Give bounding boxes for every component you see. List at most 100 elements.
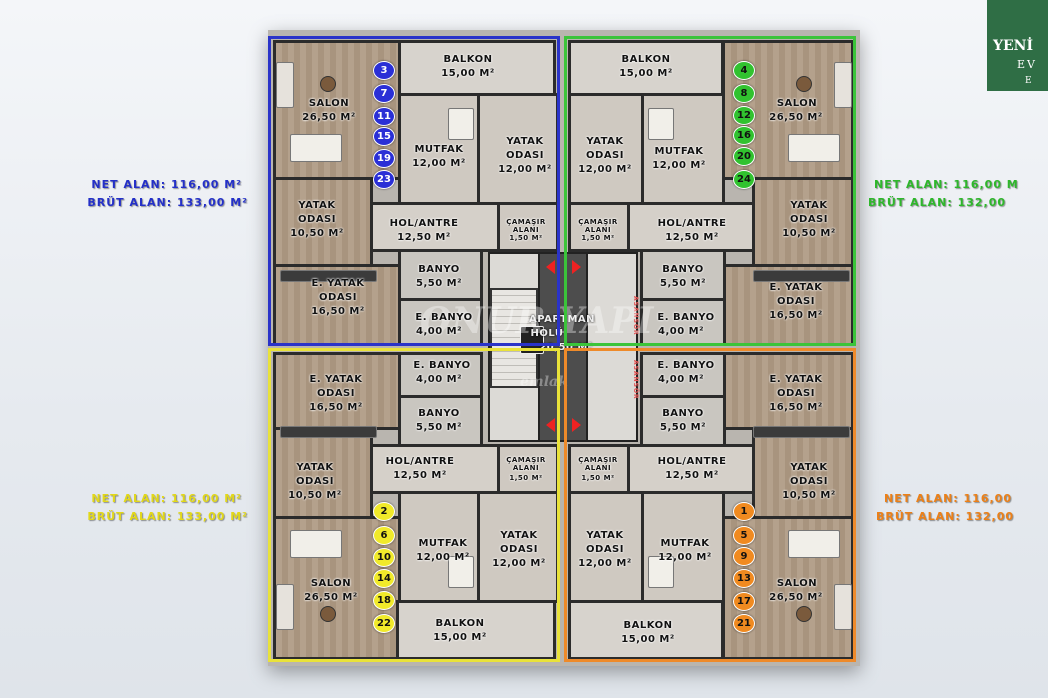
room-area: 12,50 M² — [397, 232, 451, 243]
room-area: 12,00 M² — [412, 158, 466, 169]
room-label: SALON — [776, 98, 818, 109]
apartment-number-badge: 6 — [373, 526, 395, 545]
sofa-blue — [276, 62, 294, 108]
room-label: HOL/ANTRE — [385, 456, 455, 467]
room-label: E. YATAK — [769, 282, 823, 293]
gross-area-yellow: BRÜT ALAN: 133,00 M² — [87, 510, 248, 523]
room-area: 4,00 M² — [416, 326, 462, 337]
room-label: HOL/ANTRE — [657, 456, 727, 467]
apartment-number-badge: 19 — [373, 149, 395, 168]
kitchen-table-green — [648, 108, 674, 140]
sofa-green — [834, 62, 852, 108]
room-label: ODASI — [317, 388, 355, 399]
bed-orange — [753, 426, 850, 438]
room-area: 10,50 M² — [782, 228, 836, 239]
room-yatak2-yellow — [273, 427, 373, 519]
room-area: 4,00 M² — [416, 374, 462, 385]
apartment-number-badge: 5 — [733, 526, 755, 545]
room-area: 1,50 M² — [581, 474, 615, 482]
coffee-table-green — [796, 76, 812, 92]
apartment-number-badge: 23 — [373, 170, 395, 189]
room-area: 26,50 M² — [304, 592, 358, 603]
room-area: 16,50 M² — [311, 306, 365, 317]
room-area: 12,00 M² — [578, 558, 632, 569]
room-label: BALKON — [621, 54, 671, 65]
room-area: 12,00 M² — [416, 552, 470, 563]
room-area: 12,00 M² — [652, 160, 706, 171]
door-arrow-bottom-left — [546, 418, 555, 432]
room-area: 1,50 M² — [509, 234, 543, 242]
room-area: 5,50 M² — [660, 278, 706, 289]
room-label: BANYO — [418, 264, 460, 275]
door-arrow-top-right — [572, 260, 581, 274]
room-label: ODASI — [586, 150, 624, 161]
room-label: MUTFAK — [660, 538, 710, 549]
coffee-table-blue — [320, 76, 336, 92]
apartment-hall-name: APARTMAN — [528, 314, 596, 325]
apartment-number-badge: 2 — [373, 502, 395, 521]
room-eyatak-orange — [723, 352, 854, 430]
room-label: MUTFAK — [418, 538, 468, 549]
apartment-number-badge: 10 — [373, 548, 395, 567]
room-label: HOL/ANTRE — [657, 218, 727, 229]
room-ebanyo-orange — [640, 352, 726, 398]
room-label: YATAK — [586, 530, 624, 541]
room-label: E. BANYO — [413, 360, 471, 371]
net-area-blue: NET ALAN: 116,00 M² — [91, 178, 242, 191]
room-area: 26,50 M² — [302, 112, 356, 123]
room-area: 10,50 M² — [782, 490, 836, 501]
room-label: SALON — [308, 98, 350, 109]
elevator-label-top: ASANSÖR — [632, 296, 639, 336]
room-label: ALANI — [584, 464, 612, 472]
room-area: 12,00 M² — [498, 164, 552, 175]
room-label: YATAK — [790, 200, 828, 211]
coffee-table-yellow — [320, 606, 336, 622]
dining-table-blue — [290, 134, 342, 162]
net-area-orange: NET ALAN: 116,00 — [884, 492, 1012, 505]
room-area: 12,00 M² — [578, 164, 632, 175]
unit-outline-blue — [268, 36, 560, 346]
logo-line1: YENİ — [993, 38, 1034, 54]
room-area: 15,00 M² — [433, 632, 487, 643]
kitchen-table-blue — [448, 108, 474, 140]
logo-line2: EV — [1017, 58, 1037, 71]
room-label: ÇAMAŞIR — [506, 218, 546, 226]
room-label: ODASI — [777, 388, 815, 399]
apartment-number-badge: 3 — [373, 61, 395, 80]
sofa-orange — [834, 584, 852, 630]
room-banyo-blue — [398, 249, 483, 301]
room-area: 26,50 M² — [769, 112, 823, 123]
room-mutfak-green — [641, 93, 725, 205]
room-ebanyo-yellow — [398, 352, 483, 398]
room-area: 10,50 M² — [288, 490, 342, 501]
room-label: ODASI — [790, 476, 828, 487]
room-balkon-orange — [568, 600, 724, 660]
room-area: 12,00 M² — [658, 552, 712, 563]
room-yatak2-blue — [273, 177, 373, 267]
door-arrow-top-left — [546, 260, 555, 274]
coffee-table-orange — [796, 606, 812, 622]
room-label: YATAK — [500, 530, 538, 541]
room-label: ÇAMAŞIR — [578, 456, 618, 464]
bed-yellow — [280, 426, 377, 438]
room-area: 4,00 M² — [658, 374, 704, 385]
room-label: BALKON — [443, 54, 493, 65]
room-label: SALON — [310, 578, 352, 589]
room-area: 15,00 M² — [441, 68, 495, 79]
gross-area-orange: BRÜT ALAN: 132,00 — [876, 510, 1015, 523]
apartment-number-badge: 21 — [733, 614, 755, 633]
apartment-number-badge: 14 — [373, 569, 395, 588]
brand-logo: YENİ EV E — [987, 0, 1048, 91]
room-label: HOL/ANTRE — [389, 218, 459, 229]
room-label: E. YATAK — [769, 374, 823, 385]
room-label: ODASI — [790, 214, 828, 225]
apartment-number-badge: 13 — [733, 569, 755, 588]
apartment-number-badge: 18 — [373, 591, 395, 610]
elevator-shaft — [538, 252, 588, 442]
room-label: ODASI — [586, 544, 624, 555]
room-label: YATAK — [586, 136, 624, 147]
room-label: ALANI — [512, 464, 540, 472]
room-label: BALKON — [435, 618, 485, 629]
apartment-hall-area: 20,50 M² — [539, 342, 593, 353]
room-area: 1,50 M² — [509, 474, 543, 482]
